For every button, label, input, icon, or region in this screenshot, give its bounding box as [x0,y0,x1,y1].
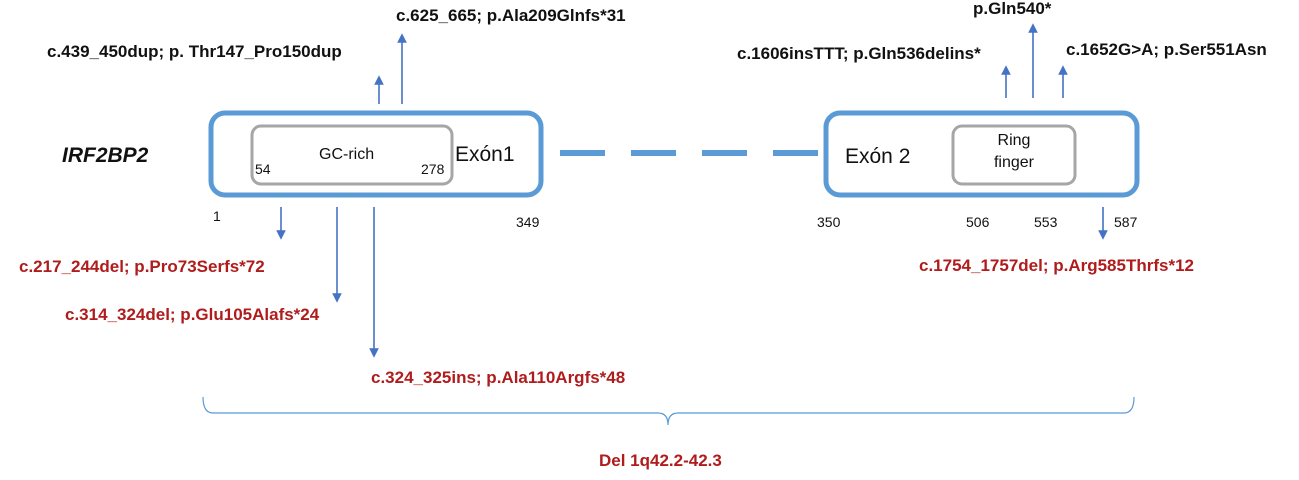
exon2-start-position: 350 [817,214,841,230]
variant-ala209glnfs: c.625_665; p.Ala209Glnfs*31 [396,6,626,25]
gc-rich-start: 54 [255,161,271,177]
variant-gln536delins: c.1606insTTT; p.Gln536delins* [737,44,981,63]
exon1-label: Exón1 [455,143,515,166]
exon2-box [823,110,1140,198]
gc-rich-label: GC-rich [319,146,375,163]
ring-finger-label: Ring finger [953,131,1075,172]
exon2-end-position: 587 [1114,214,1138,230]
ring-finger-label-line1: Ring [997,132,1031,149]
ring-finger-label-line2: finger [993,154,1035,172]
deletion-brace [202,396,1135,426]
exon1-end-position: 349 [516,214,540,230]
variant-ala110argfs: c.324_325ins; p.Ala110Argfs*48 [371,368,626,387]
exon2-position-553: 553 [1034,214,1058,230]
variant-thr147-pro150dup: c.439_450dup; p. Thr147_Pro150dup [47,42,342,61]
ring-finger-domain-box [951,124,1077,186]
variant-gln540: p.Gln540* [973,0,1052,18]
exon1-box [208,110,544,198]
variant-ser551asn: c.1652G>A; p.Ser551Asn [1066,40,1267,59]
exon2-label: Exón 2 [845,145,911,168]
variant-glu105alafs: c.314_324del; p.Glu105Alafs*24 [65,305,320,324]
exon2-position-506: 506 [966,214,990,230]
deletion-label: Del 1q42.2-42.3 [599,451,722,470]
variant-arg585thrfs: c.1754_1757del; p.Arg585Thrfs*12 [919,256,1194,275]
gene-name: IRF2BP2 [62,144,149,167]
variant-pro73serfs: c.217_244del; p.Pro73Serfs*72 [19,257,265,276]
gc-rich-domain-box [250,124,454,186]
exon1-start-position: 1 [213,208,221,224]
gc-rich-end: 278 [421,161,445,177]
